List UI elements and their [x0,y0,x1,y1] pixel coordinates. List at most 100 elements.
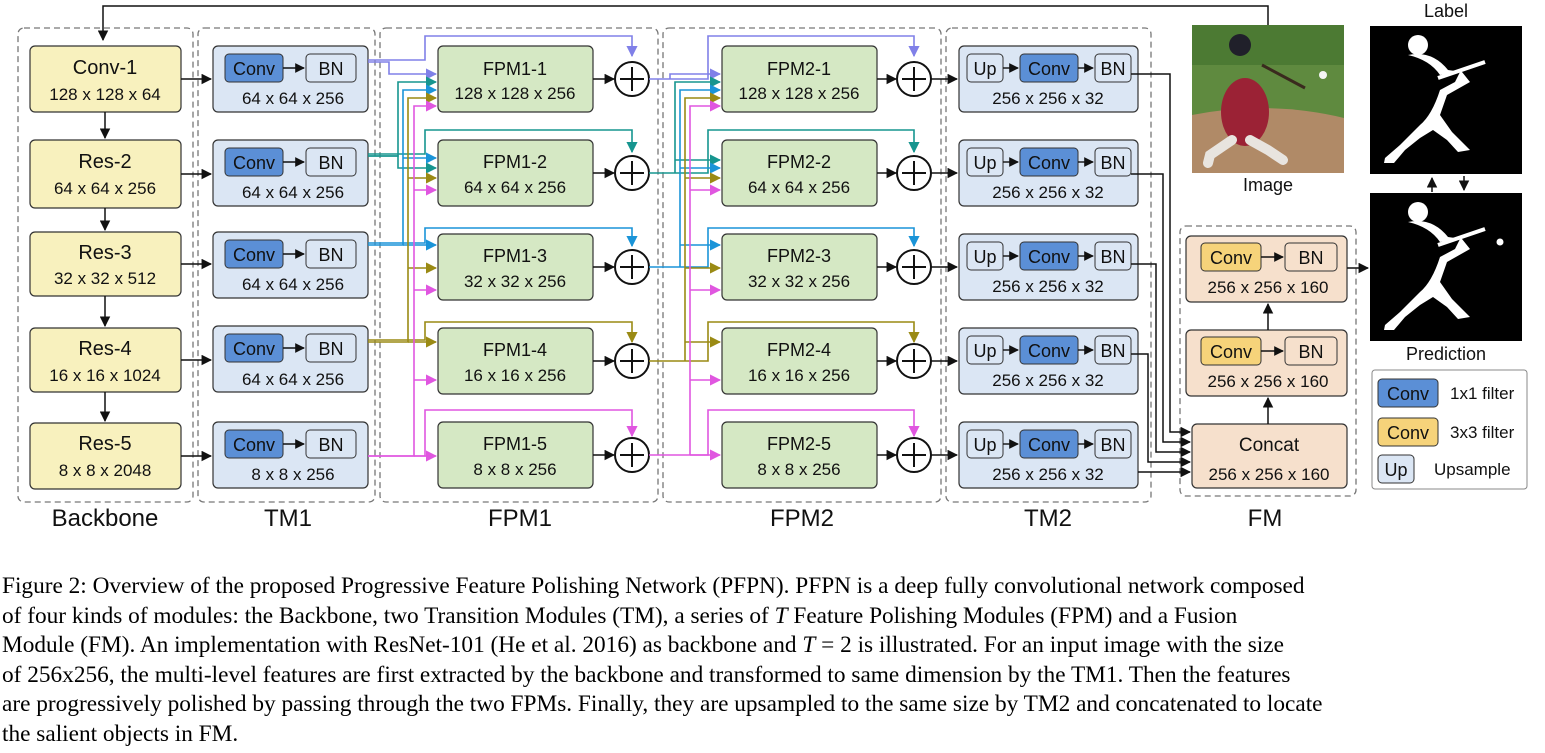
backbone-dim: 16 x 16 x 1024 [49,366,161,385]
caption-line: are progressively polished by passing th… [2,691,1323,718]
tm1-dim: 64 x 64 x 256 [242,89,344,108]
group-label-tm2: TM2 [1024,505,1072,532]
tm2-conv-label: Conv [1028,59,1070,79]
tm1-bn-label: BN [318,435,343,455]
fpm-dim: 64 x 64 x 256 [464,178,566,197]
fpm-name: FPM2-5 [767,434,831,454]
plus-icon [896,437,932,473]
input-feed-line [97,5,1269,42]
prediction-mask [1370,193,1522,341]
fpm2-block-4: FPM2-4 16 x 16 x 256 [721,327,878,395]
caption-text: = 2 is illustrated. For an input image w… [815,632,1284,659]
legend: Conv 1x1 filter Conv 3x3 filter Up Upsam… [1371,369,1528,490]
legend-item-upsample: Up Upsample [1377,454,1511,484]
legend-desc: 1x1 filter [1450,384,1515,403]
legend-key: Up [1384,460,1407,480]
fpm-name: FPM1-1 [483,59,547,79]
tm1-block-2: Conv BN 64 x 64 x 256 [212,139,369,207]
fpm1-block-4: FPM1-4 16 x 16 x 256 [437,327,594,395]
tm1-block-3: Conv BN 64 x 64 x 256 [212,231,369,299]
fm-dim: 256 x 256 x 160 [1208,372,1329,391]
tm2-to-concat-routes [1131,73,1192,478]
fpm-dim: 16 x 16 x 256 [464,366,566,385]
backbone-name: Res-3 [78,242,131,264]
backbone-group [17,27,194,503]
fm-conv-label: Conv [1210,248,1252,268]
fpm-dim: 8 x 8 x 256 [757,460,840,479]
legend-key: Conv [1387,423,1429,443]
caption-line: Figure 2: Overview of the proposed Progr… [2,573,1305,599]
group-label-backbone: Backbone [52,505,159,532]
fm-bn-label: BN [1298,342,1323,362]
tm2-conv-label: Conv [1028,435,1070,455]
tm2-bn-label: BN [1100,435,1125,455]
fpm-name: FPM2-1 [767,59,831,79]
label-label: Label [1424,1,1468,21]
backbone-block-res5: Res-5 8 x 8 x 2048 [29,422,182,490]
plus-icon [896,155,932,191]
backbone-dim: 8 x 8 x 2048 [59,461,152,480]
backbone-block-res3: Res-3 32 x 32 x 512 [29,231,182,297]
caption-line: Module (FM). An implementation with ResN… [2,631,1540,661]
tm1-conv-label: Conv [233,153,275,173]
tm2-dim: 256 x 256 x 32 [992,183,1104,202]
fm-concat-block: Concat 256 x 256 x 160 [1191,423,1348,489]
tm1-dim: 8 x 8 x 256 [251,465,334,484]
fpm2-sum-nodes [896,61,932,473]
backbone-dim: 64 x 64 x 256 [54,179,156,198]
fpm1-block-2: FPM1-2 64 x 64 x 256 [437,139,594,207]
tm2-up-label: Up [973,341,996,361]
fpm-name: FPM2-4 [767,340,831,360]
fpm2-group [662,27,942,503]
tm2-block-2: Up Conv BN 256 x 256 x 32 [958,139,1139,207]
fpm1-block-5: FPM1-5 8 x 8 x 256 [437,421,594,489]
fpm1-sum-nodes [614,61,650,473]
fpm-name: FPM1-5 [483,434,547,454]
tm2-block-1: Up Conv BN 256 x 256 x 32 [958,45,1139,113]
input-image [1192,25,1344,173]
prediction-label: Prediction [1406,344,1486,364]
tm2-block-3: Up Conv BN 256 x 256 x 32 [958,233,1139,301]
tm2-dim: 256 x 256 x 32 [992,465,1104,484]
fm-block-middle: Conv BN 256 x 256 x 160 [1185,329,1348,397]
plus-icon [614,61,650,97]
fpm-dim: 32 x 32 x 256 [748,272,850,291]
plus-icon [896,61,932,97]
tm1-dim: 64 x 64 x 256 [242,370,344,389]
tm2-dim: 256 x 256 x 32 [992,89,1104,108]
caption-text: Feature Polishing Modules (FPM) and a Fu… [787,602,1238,629]
tm2-up-label: Up [973,247,996,267]
tm2-bn-label: BN [1100,341,1125,361]
fm-block-top: Conv BN 256 x 256 x 160 [1185,235,1348,303]
caption-variable: T [774,602,788,629]
fm-bn-label: BN [1298,248,1323,268]
fpm-name: FPM1-2 [483,152,547,172]
tm1-block-5: Conv BN 8 x 8 x 256 [212,421,369,489]
group-label-fpm2: FPM2 [770,505,834,532]
fpm-dim: 128 x 128 x 256 [739,84,860,103]
tm1-block-1: Conv BN 64 x 64 x 256 [212,45,369,113]
fpm1-group [379,27,659,503]
fpm2-block-5: FPM2-5 8 x 8 x 256 [721,421,878,489]
tm2-conv-label: Conv [1028,153,1070,173]
fpm1-block-3: FPM1-3 32 x 32 x 256 [437,233,594,301]
fm-dim: 256 x 256 x 160 [1208,278,1329,297]
plus-icon [896,343,932,379]
fpm1-outputs [593,73,616,461]
tm1-conv-label: Conv [233,59,275,79]
fm-conv-label: Conv [1210,342,1252,362]
figure-caption: Figure 2: Overview of the proposed Progr… [2,572,1540,750]
tm1-dim: 64 x 64 x 256 [242,183,344,202]
group-label-tm1: TM1 [264,505,312,532]
fpm-name: FPM2-2 [767,152,831,172]
fpm-name: FPM2-3 [767,246,831,266]
fpm2-outputs [877,73,898,461]
tm1-bn-label: BN [318,59,343,79]
group-label-fpm1: FPM1 [488,505,552,532]
backbone-name: Res-4 [78,338,131,360]
fpm2-block-3: FPM2-3 32 x 32 x 256 [721,233,878,301]
backbone-name: Res-5 [78,433,131,455]
backbone-name: Conv-1 [73,57,137,79]
fm-group [1179,225,1357,497]
tm2-up-label: Up [973,153,996,173]
